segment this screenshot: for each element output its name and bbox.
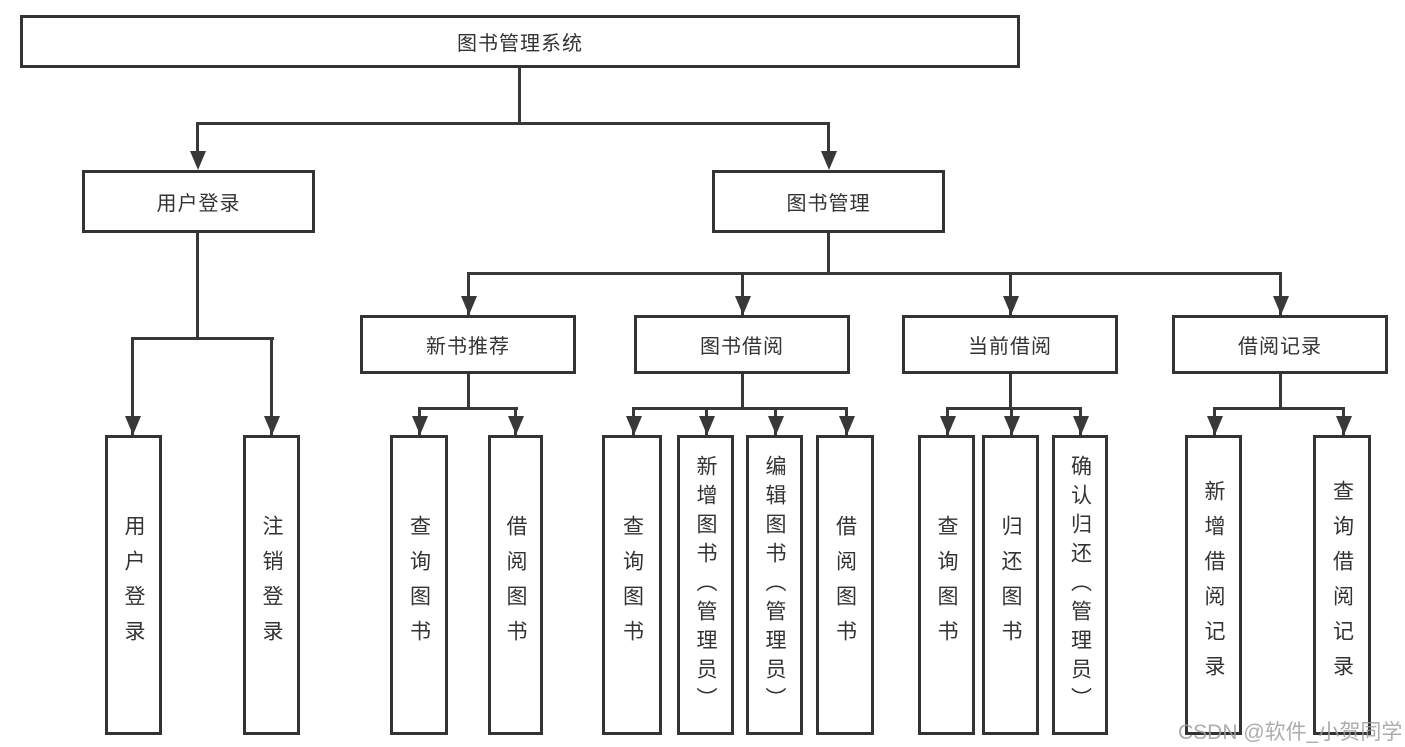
node-current-borrow: 当前借阅 bbox=[902, 315, 1118, 374]
node-book-management: 图书管理 bbox=[712, 170, 945, 233]
arrow-down-icon bbox=[264, 416, 280, 435]
node-new-book-recommend-label: 新书推荐 bbox=[426, 336, 510, 358]
connector-line bbox=[467, 272, 470, 315]
leaf-query-books-current-label: 查询图书 bbox=[935, 515, 958, 655]
connector-line bbox=[467, 272, 1282, 275]
arrow-down-icon bbox=[461, 296, 477, 315]
leaf-query-borrow-record-label: 查询借阅记录 bbox=[1330, 480, 1354, 690]
leaf-edit-books-admin-label: 编辑图书（管理员） bbox=[763, 454, 786, 716]
arrow-down-icon bbox=[508, 416, 524, 435]
csdn-watermark: CSDN @软件_小贺同学 bbox=[1178, 721, 1403, 744]
arrow-down-icon bbox=[125, 416, 141, 435]
node-current-borrow-label: 当前借阅 bbox=[968, 336, 1052, 358]
arrow-down-icon bbox=[1207, 416, 1223, 435]
arrow-down-icon bbox=[412, 416, 428, 435]
connector-line bbox=[1009, 272, 1012, 315]
leaf-add-borrow-record: 新增借阅记录 bbox=[1185, 435, 1242, 735]
node-library-system-label: 图书管理系统 bbox=[457, 33, 583, 55]
arrow-down-icon bbox=[1073, 416, 1089, 435]
arrow-down-icon bbox=[1003, 296, 1019, 315]
connector-line bbox=[131, 337, 274, 340]
leaf-query-books-borrow: 查询图书 bbox=[602, 435, 662, 735]
leaf-return-books-label: 归还图书 bbox=[999, 515, 1022, 655]
arrow-down-icon bbox=[190, 151, 206, 170]
connector-line bbox=[1279, 272, 1282, 315]
connector-line bbox=[632, 407, 848, 410]
connector-line bbox=[827, 233, 830, 275]
leaf-add-books-admin: 新增图书（管理员） bbox=[677, 435, 734, 735]
leaf-user-login: 用户登录 bbox=[105, 435, 162, 735]
node-book-borrow-label: 图书借阅 bbox=[700, 336, 784, 358]
node-new-book-recommend: 新书推荐 bbox=[360, 315, 576, 374]
arrow-down-icon bbox=[1336, 416, 1352, 435]
connector-line bbox=[741, 272, 744, 315]
leaf-user-login-label: 用户登录 bbox=[122, 515, 145, 655]
connector-line bbox=[1279, 374, 1282, 409]
connector-line bbox=[467, 374, 470, 409]
arrow-down-icon bbox=[940, 416, 956, 435]
connector-line bbox=[418, 407, 518, 410]
connector-line bbox=[741, 374, 744, 409]
leaf-query-books-recommend: 查询图书 bbox=[390, 435, 448, 735]
leaf-borrow-books-label: 借阅图书 bbox=[833, 515, 857, 655]
connector-line bbox=[196, 122, 830, 125]
leaf-query-books-borrow-label: 查询图书 bbox=[620, 515, 644, 655]
arrow-down-icon bbox=[821, 151, 837, 170]
connector-line bbox=[1009, 374, 1012, 409]
connector-line bbox=[518, 68, 521, 122]
node-library-system: 图书管理系统 bbox=[20, 15, 1020, 68]
leaf-add-books-admin-label: 新增图书（管理员） bbox=[694, 454, 717, 716]
arrow-down-icon bbox=[768, 416, 784, 435]
leaf-confirm-return-admin-label: 确认归还（管理员） bbox=[1068, 454, 1092, 716]
leaf-borrow-books-recommend: 借阅图书 bbox=[488, 435, 543, 735]
connector-line bbox=[131, 337, 134, 435]
connector-line bbox=[827, 122, 830, 156]
leaf-query-books-recommend-label: 查询图书 bbox=[407, 515, 431, 655]
leaf-logout-label: 注销登录 bbox=[260, 515, 283, 655]
leaf-logout: 注销登录 bbox=[243, 435, 300, 735]
connector-line bbox=[946, 407, 1082, 410]
leaf-query-books-current: 查询图书 bbox=[918, 435, 975, 735]
leaf-add-borrow-record-label: 新增借阅记录 bbox=[1202, 480, 1225, 690]
connector-line bbox=[270, 337, 273, 435]
arrow-down-icon bbox=[839, 416, 855, 435]
connector-line bbox=[196, 122, 199, 156]
arrow-down-icon bbox=[626, 416, 642, 435]
arrow-down-icon bbox=[1273, 296, 1289, 315]
node-book-management-label: 图书管理 bbox=[786, 193, 871, 215]
leaf-borrow-books: 借阅图书 bbox=[816, 435, 874, 735]
arrow-down-icon bbox=[1004, 416, 1020, 435]
leaf-edit-books-admin: 编辑图书（管理员） bbox=[746, 435, 803, 735]
leaf-query-borrow-record: 查询借阅记录 bbox=[1313, 435, 1371, 735]
leaf-borrow-books-recommend-label: 借阅图书 bbox=[504, 515, 527, 655]
leaf-confirm-return-admin: 确认归还（管理员） bbox=[1052, 435, 1108, 735]
node-borrow-records-label: 借阅记录 bbox=[1238, 336, 1322, 358]
connector-line bbox=[196, 233, 199, 339]
arrow-down-icon bbox=[735, 296, 751, 315]
connector-line bbox=[1213, 407, 1345, 410]
arrow-down-icon bbox=[699, 416, 715, 435]
node-user-login: 用户登录 bbox=[82, 170, 315, 233]
leaf-return-books: 归还图书 bbox=[982, 435, 1039, 735]
node-borrow-records: 借阅记录 bbox=[1172, 315, 1388, 374]
node-user-login-label: 用户登录 bbox=[156, 193, 241, 215]
node-book-borrow: 图书借阅 bbox=[634, 315, 850, 374]
